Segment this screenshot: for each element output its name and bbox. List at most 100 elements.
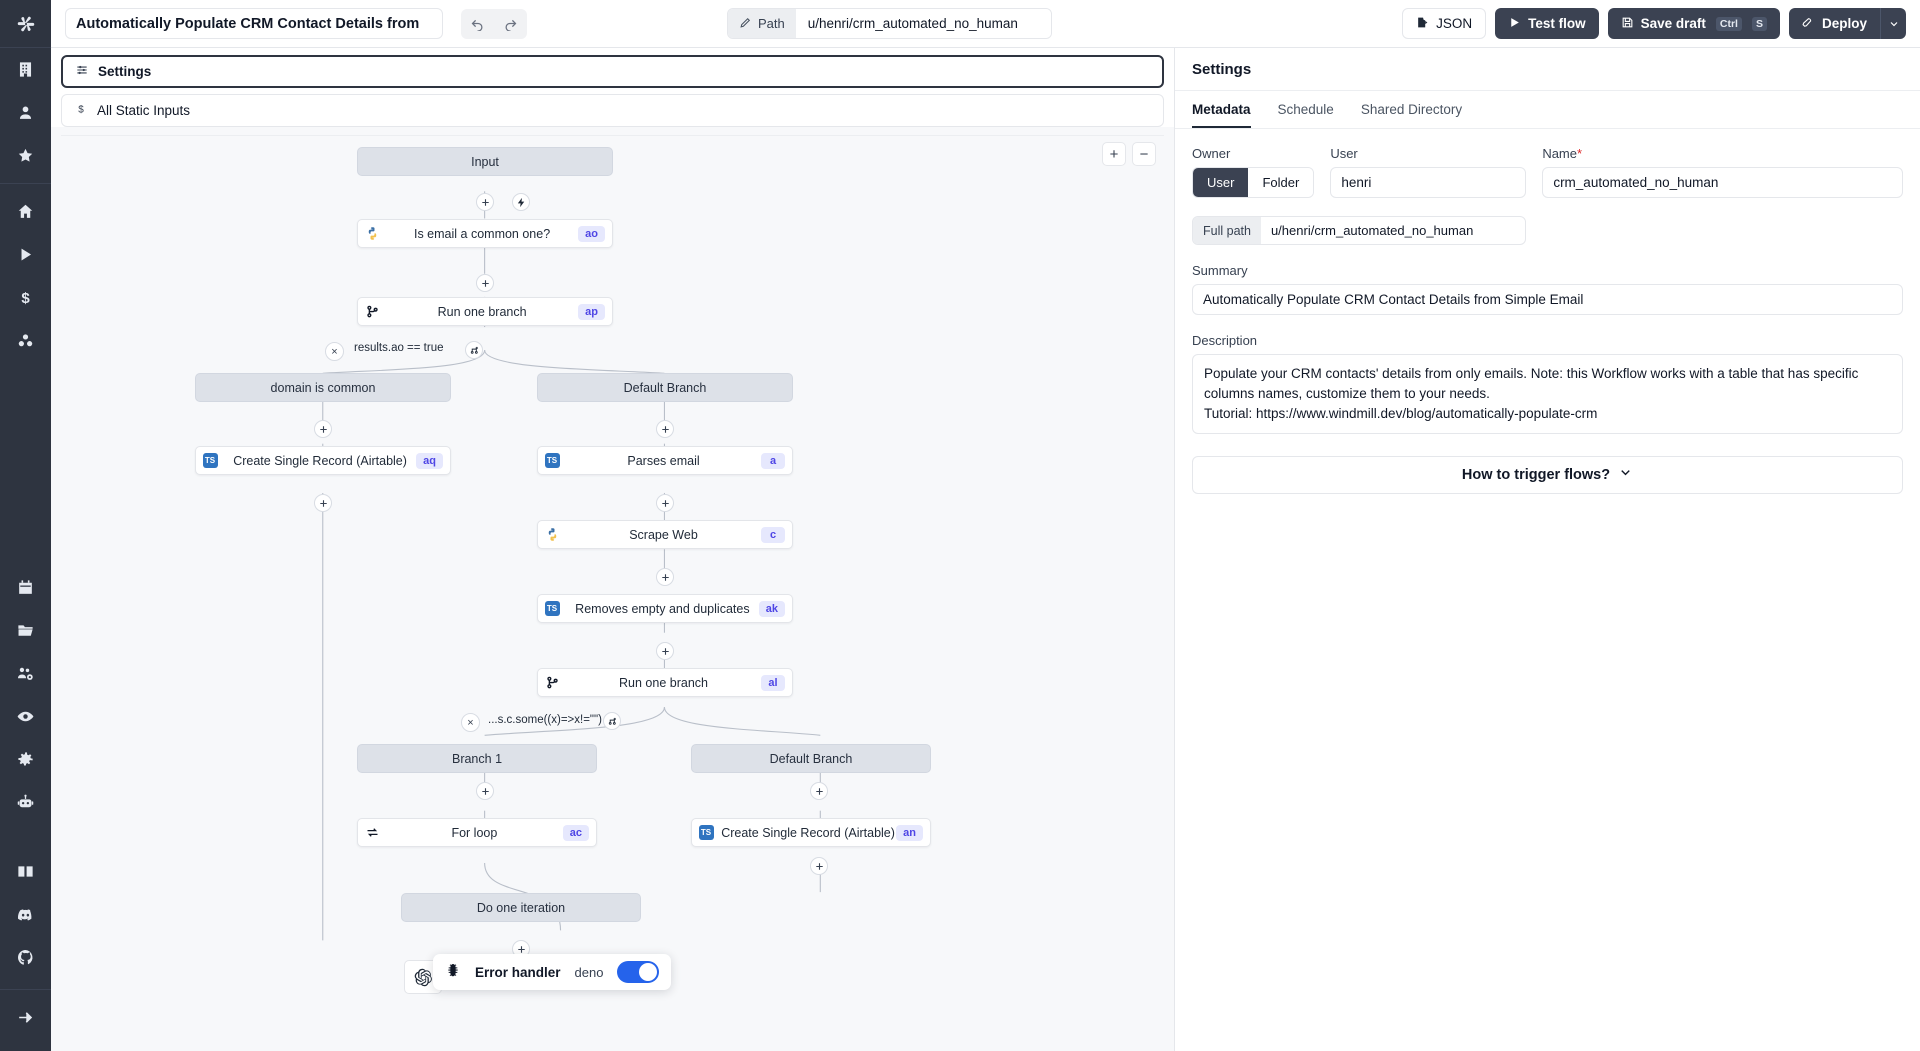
add-step-icon[interactable] xyxy=(512,940,530,958)
undo-icon[interactable] xyxy=(461,9,494,39)
home-icon[interactable] xyxy=(0,190,51,233)
node-default-branch-1[interactable]: Default Branch xyxy=(537,373,793,402)
add-step-icon[interactable] xyxy=(810,857,828,875)
add-branch-icon[interactable] xyxy=(603,712,621,730)
python-icon xyxy=(358,226,386,241)
branch-condition-label: ...s.c.some((x)=>x!="") xyxy=(488,714,602,726)
flow-title-input[interactable]: Automatically Populate CRM Contact Detai… xyxy=(65,8,443,39)
save-icon xyxy=(1621,16,1634,32)
arrow-right-icon[interactable] xyxy=(0,996,51,1039)
how-to-trigger-flows-accordion[interactable]: How to trigger flows? xyxy=(1192,455,1903,494)
sidebar-nav-group: $ xyxy=(0,190,51,362)
owner-type-toggle[interactable]: User Folder xyxy=(1192,167,1315,198)
name-input[interactable]: crm_automated_no_human xyxy=(1542,167,1903,198)
add-step-icon[interactable] xyxy=(476,274,494,292)
node-aq[interactable]: TS Create Single Record (Airtable) aq xyxy=(195,446,451,475)
play-icon xyxy=(1508,16,1521,32)
path-value[interactable]: u/henri/crm_automated_no_human xyxy=(795,9,1051,38)
discord-icon[interactable] xyxy=(0,893,51,936)
node-branch-1[interactable]: Branch 1 xyxy=(357,744,597,773)
save-draft-button[interactable]: Save draft Ctrl S xyxy=(1607,8,1780,39)
building-icon[interactable] xyxy=(0,48,51,91)
json-file-icon xyxy=(1416,16,1429,32)
node-an[interactable]: TS Create Single Record (Airtable) an xyxy=(691,818,931,847)
node-input[interactable]: Input xyxy=(357,147,613,176)
add-step-icon[interactable] xyxy=(810,782,828,800)
play-icon[interactable] xyxy=(0,233,51,276)
test-flow-label: Test flow xyxy=(1528,16,1586,31)
owner-option-folder[interactable]: Folder xyxy=(1248,168,1314,197)
typescript-icon: TS xyxy=(196,453,224,468)
tab-metadata[interactable]: Metadata xyxy=(1192,91,1251,128)
star-icon[interactable] xyxy=(0,134,51,177)
path-field[interactable]: Path u/henri/crm_automated_no_human xyxy=(727,8,1052,39)
trigger-label: How to trigger flows? xyxy=(1461,466,1611,483)
robot-icon[interactable] xyxy=(0,781,51,824)
add-step-icon[interactable] xyxy=(314,420,332,438)
node-ak[interactable]: TS Removes empty and duplicates ak xyxy=(537,594,793,623)
description-textarea[interactable]: Populate your CRM contacts' details from… xyxy=(1192,354,1903,434)
python-icon xyxy=(538,527,566,542)
folder-icon[interactable] xyxy=(0,609,51,652)
zoom-in-button[interactable]: + xyxy=(1102,142,1126,166)
node-label: For loop xyxy=(451,825,498,840)
node-al[interactable]: Run one branch al xyxy=(537,668,793,697)
test-flow-button[interactable]: Test flow xyxy=(1495,8,1599,39)
sidebar-divider-1 xyxy=(0,183,51,184)
summary-input[interactable]: Automatically Populate CRM Contact Detai… xyxy=(1192,284,1903,315)
chevron-down-icon[interactable] xyxy=(1880,8,1906,39)
trigger-bolt-icon[interactable] xyxy=(512,193,530,211)
add-step-icon[interactable] xyxy=(476,193,494,211)
add-step-icon[interactable] xyxy=(656,494,674,512)
owner-option-user[interactable]: User xyxy=(1193,168,1249,197)
node-ao[interactable]: Is email a common one? ao xyxy=(357,219,613,248)
save-shortcut-key: S xyxy=(1751,16,1767,31)
full-path-field[interactable]: Full path u/henri/crm_automated_no_human xyxy=(1192,216,1526,245)
calendar-icon[interactable] xyxy=(0,566,51,609)
github-icon[interactable] xyxy=(0,936,51,979)
dollar-icon[interactable]: $ xyxy=(0,276,51,319)
dollar-icon: $ xyxy=(74,102,88,119)
windmill-logo-icon[interactable] xyxy=(0,0,51,48)
gear-icon[interactable] xyxy=(0,738,51,781)
flow-canvas[interactable]: + − xyxy=(61,135,1164,1051)
eye-icon[interactable] xyxy=(0,695,51,738)
users-gear-icon[interactable] xyxy=(0,652,51,695)
node-do-one-iteration[interactable]: Do one iteration xyxy=(401,893,641,922)
add-step-icon[interactable] xyxy=(314,494,332,512)
settings-bar-label: Settings xyxy=(98,64,152,79)
add-step-icon[interactable] xyxy=(656,420,674,438)
json-button[interactable]: JSON xyxy=(1402,8,1487,39)
node-ac[interactable]: For loop ac xyxy=(357,818,597,847)
add-step-icon[interactable] xyxy=(656,642,674,660)
node-a[interactable]: TS Parses email a xyxy=(537,446,793,475)
metadata-form: Owner User Folder User henri Name* xyxy=(1175,129,1920,494)
main-area: Automatically Populate CRM Contact Detai… xyxy=(51,0,1920,1051)
error-handler-title: Error handler xyxy=(475,964,561,980)
user-input[interactable]: henri xyxy=(1330,167,1527,198)
remove-branch-icon[interactable]: × xyxy=(325,342,344,361)
typescript-icon: TS xyxy=(538,601,566,616)
node-c[interactable]: Scrape Web c xyxy=(537,520,793,549)
node-ap[interactable]: Run one branch ap xyxy=(357,297,613,326)
tab-schedule[interactable]: Schedule xyxy=(1277,102,1334,117)
add-step-icon[interactable] xyxy=(476,782,494,800)
error-handler-toggle[interactable] xyxy=(617,961,660,983)
cluster-icon[interactable] xyxy=(0,319,51,362)
user-icon[interactable] xyxy=(0,91,51,134)
node-default-branch-2[interactable]: Default Branch xyxy=(691,744,931,773)
remove-branch-icon[interactable]: × xyxy=(461,713,480,732)
tab-shared-directory[interactable]: Shared Directory xyxy=(1360,102,1463,117)
static-inputs-bar[interactable]: $ All Static Inputs xyxy=(61,94,1164,127)
book-icon[interactable] xyxy=(0,850,51,893)
node-tag: a xyxy=(761,452,785,469)
deploy-button[interactable]: Deploy xyxy=(1788,8,1880,39)
error-handler-bar[interactable]: Error handler deno xyxy=(433,954,672,990)
node-domain-is-common[interactable]: domain is common xyxy=(195,373,451,402)
add-step-icon[interactable] xyxy=(656,568,674,586)
add-branch-icon[interactable] xyxy=(465,341,483,359)
redo-icon[interactable] xyxy=(494,9,527,39)
undo-redo-group xyxy=(461,8,527,39)
zoom-out-button[interactable]: − xyxy=(1132,142,1156,166)
settings-bar[interactable]: Settings xyxy=(61,55,1164,88)
